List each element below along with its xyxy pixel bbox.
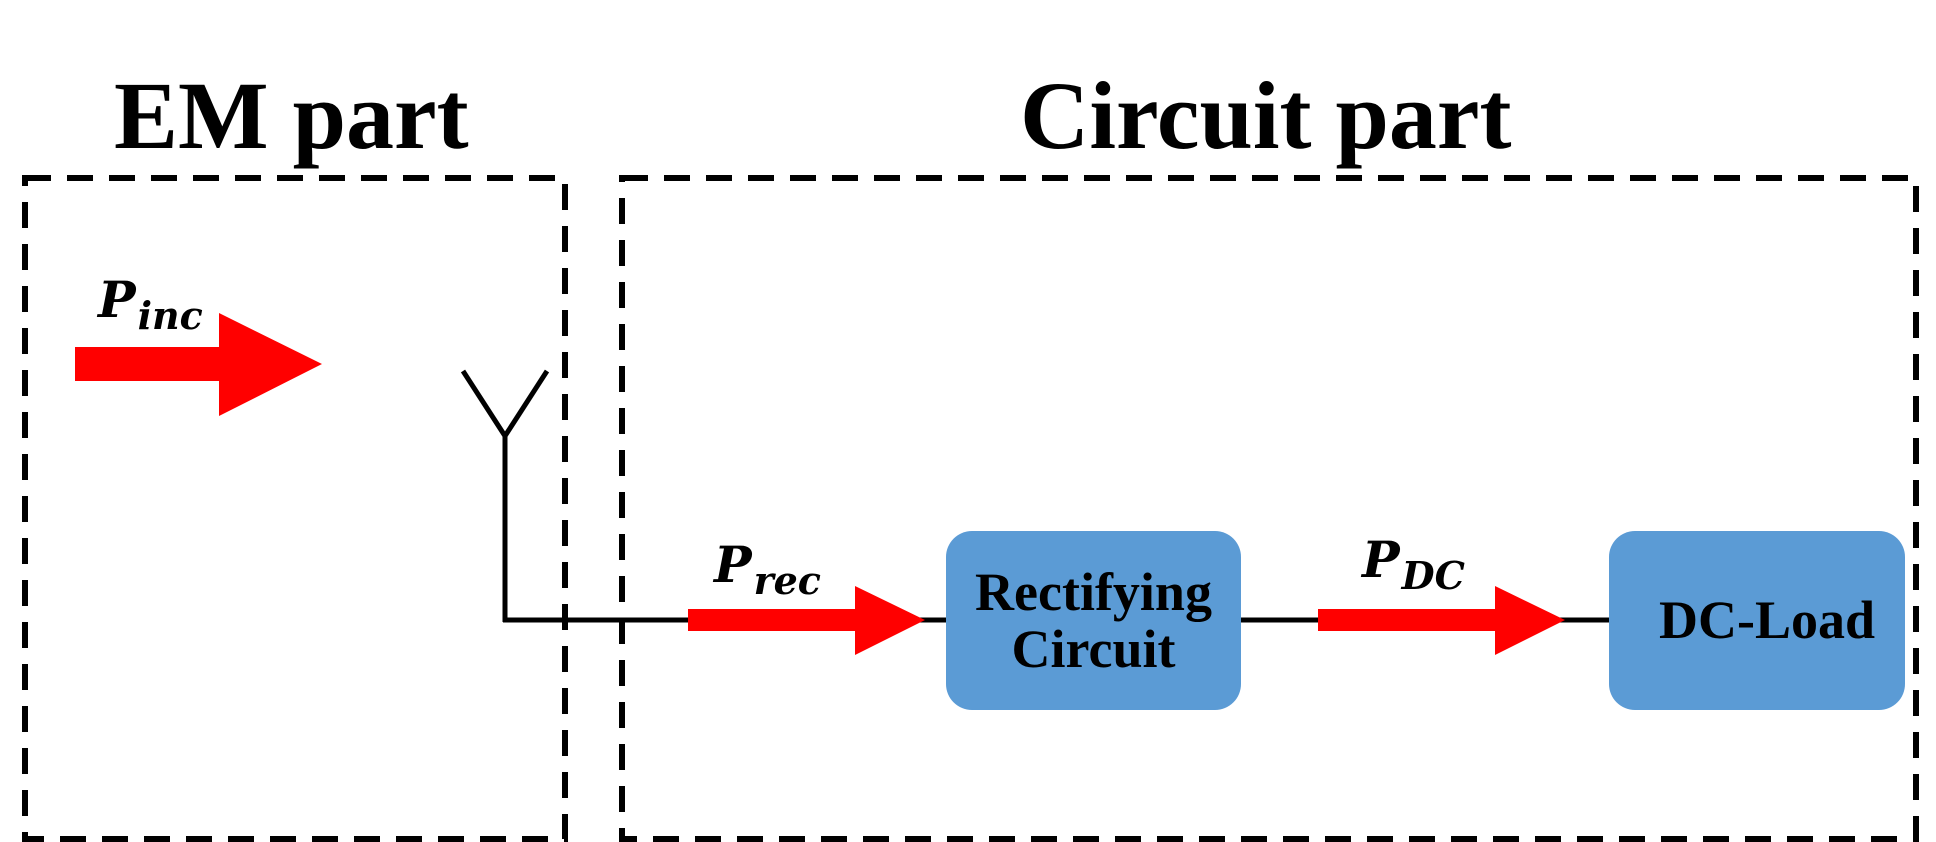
rectifier-label-line2: Circuit — [1011, 618, 1176, 679]
antenna-icon — [460, 369, 550, 622]
dc-power-arrow — [1318, 586, 1565, 655]
dc-power-label: PDC — [1362, 535, 1465, 595]
dc-power-subscript: DC — [1401, 553, 1465, 598]
circuit-part-title: Circuit part — [1020, 62, 1512, 169]
rectifying-circuit-block: Rectifying Circuit — [946, 531, 1241, 710]
em-part-region — [22, 175, 568, 842]
incident-power-label: Pinc — [98, 275, 203, 335]
dc-load-block: DC-Load — [1609, 531, 1905, 710]
dc-load-label: DC-Load — [1658, 590, 1876, 651]
received-power-symbol: P — [714, 535, 752, 594]
incident-power-arrow — [75, 313, 322, 416]
circuit-part-region — [619, 175, 1919, 842]
received-power-subscript: rec — [753, 558, 821, 603]
incident-power-subscript: inc — [137, 293, 203, 338]
dc-power-symbol: P — [1362, 530, 1400, 589]
rectifier-label-line1: Rectifying — [975, 561, 1212, 622]
received-power-label: Prec — [714, 540, 821, 600]
incident-power-symbol: P — [98, 270, 136, 329]
em-part-title: EM part — [114, 62, 469, 169]
received-power-arrow — [688, 586, 925, 655]
